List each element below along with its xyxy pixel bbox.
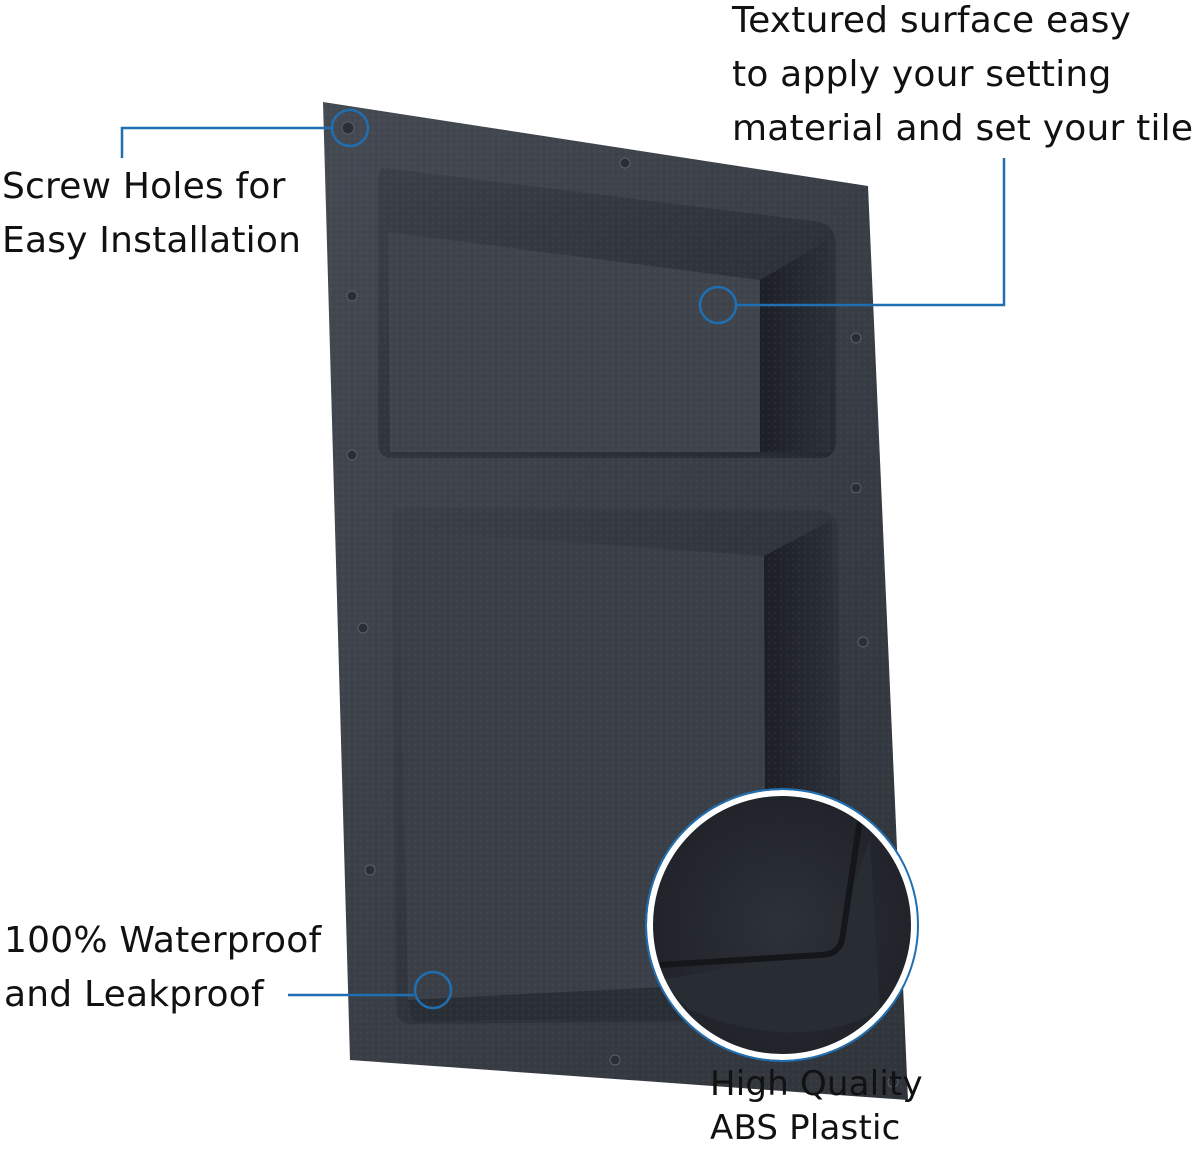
- abs-plastic-callout: High Quality ABS Plastic: [710, 1062, 923, 1150]
- abs-plastic-zoom-edge: [659, 819, 863, 968]
- screw-hole: [357, 622, 369, 634]
- screw-hole: [341, 121, 355, 135]
- textured-surface-leader: [737, 158, 1006, 307]
- callout-line: to apply your setting: [732, 54, 1112, 95]
- waterproof-marker: [413, 970, 453, 1010]
- textured-surface-marker: [698, 285, 738, 325]
- textured-surface-callout: Textured surface easy to apply your sett…: [732, 0, 1193, 156]
- callout-line: 100% Waterproof: [4, 920, 322, 961]
- callout-lines: [120, 108, 1006, 1010]
- callout-line: material and set your tile: [732, 108, 1194, 149]
- screw-holes-marker: [330, 108, 370, 148]
- screw-hole: [364, 864, 376, 876]
- abs-plastic-zoom-ring-accent: [645, 788, 919, 1062]
- screw-holes-leader: [120, 126, 332, 158]
- callout-line: Easy Installation: [2, 220, 302, 261]
- callout-line: and Leakproof: [4, 974, 264, 1015]
- screw-hole: [850, 332, 862, 344]
- callout-line: ABS Plastic: [710, 1108, 901, 1148]
- waterproof-callout: 100% Waterproof and Leakproof: [4, 914, 321, 1022]
- screw-hole: [850, 482, 862, 494]
- top-shelf-cavity-texture: [378, 167, 836, 459]
- screw-hole: [346, 290, 358, 302]
- callout-line: High Quality: [710, 1064, 923, 1104]
- abs-plastic-zoom-ring: [647, 790, 917, 1060]
- screw-hole: [609, 1054, 621, 1066]
- callout-line: Screw Holes for: [2, 166, 286, 207]
- screw-hole: [857, 636, 869, 648]
- screw-hole: [887, 1076, 899, 1088]
- screw-hole: [346, 449, 358, 461]
- abs-plastic-zoom-detail: [660, 840, 880, 1033]
- screw-hole: [619, 157, 631, 169]
- screw-holes-callout: Screw Holes for Easy Installation: [2, 160, 301, 268]
- callout-line: Textured surface easy: [732, 0, 1132, 41]
